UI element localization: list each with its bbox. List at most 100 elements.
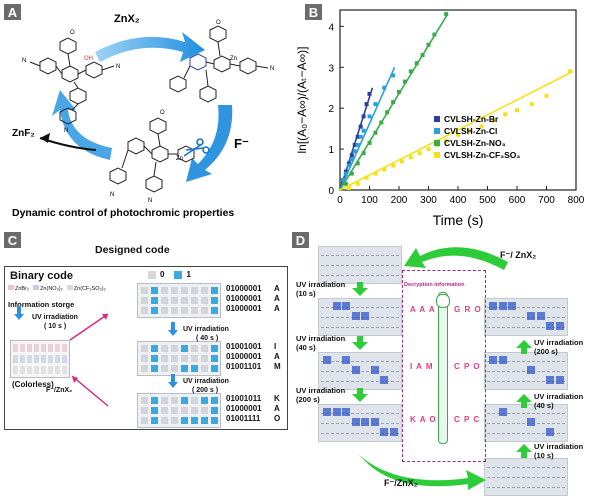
- left-plate-1: [318, 298, 402, 336]
- molecule-1: [29, 37, 115, 125]
- data-point: [367, 114, 372, 119]
- colored-spot: [498, 356, 507, 364]
- svg-text:OH: OH: [84, 56, 93, 62]
- storage-cell: [13, 355, 18, 363]
- data-point: [444, 138, 449, 143]
- bit-cell: [171, 307, 178, 314]
- storage-cell: [20, 355, 25, 363]
- storage-cell: [41, 366, 46, 374]
- data-point: [456, 132, 460, 137]
- storage-cell: [27, 344, 32, 352]
- data-point: [479, 124, 484, 129]
- data-point: [391, 100, 396, 105]
- colorless-grid: [10, 340, 70, 378]
- svg-text:Zn: Zn: [176, 156, 183, 162]
- reset-label: F⁻/ZnX₂: [46, 387, 73, 394]
- svg-text:Zn: Zn: [230, 56, 237, 62]
- storage-cell: [55, 366, 60, 374]
- panel-a-caption: Dynamic control of photochromic properti…: [12, 207, 234, 219]
- bit-cell: [211, 345, 218, 352]
- storage-cell: [48, 355, 53, 363]
- top-green-arrow: [404, 247, 508, 270]
- data-point: [367, 140, 372, 145]
- bit-cell: [151, 397, 158, 404]
- binary-code-row: 01000001: [226, 304, 262, 313]
- bit-cell: [191, 417, 198, 424]
- bit-cell: [181, 287, 188, 294]
- uv1-time: ( 10 s ): [44, 323, 67, 330]
- left-plate-0: [318, 246, 402, 284]
- legend-swatch-1: [434, 128, 440, 134]
- colored-spot: [332, 302, 341, 310]
- decoder-knob: [436, 294, 450, 308]
- right-plate-2: [484, 404, 568, 442]
- legend-swatch-2: [434, 140, 440, 146]
- uv-label-text: UV irradiation: [296, 386, 346, 395]
- storage-cell: [62, 355, 67, 363]
- reset-arrows: [69, 313, 109, 407]
- colored-spot: [498, 408, 507, 416]
- bit-cell: [201, 345, 208, 352]
- x-tick-label: 400: [450, 195, 467, 206]
- bit-cell: [151, 345, 158, 352]
- colored-spot: [351, 418, 360, 426]
- data-point: [346, 185, 351, 190]
- colored-spot: [508, 302, 516, 310]
- bit-cell: [201, 397, 208, 404]
- svg-text:N: N: [22, 58, 26, 64]
- y-tick-label: 4: [328, 22, 334, 33]
- left-plate-2: [318, 352, 402, 390]
- data-point: [408, 155, 413, 160]
- molecule-2: [169, 25, 269, 103]
- data-point: [361, 151, 366, 156]
- x-tick-label: 600: [509, 195, 526, 206]
- data-point: [491, 118, 496, 123]
- y-axis-label: ln[(A₀−A∞)/(Aₜ−A∞)]: [295, 47, 309, 154]
- cycle-arrow-top: [95, 32, 205, 62]
- decoded-letter: A: [274, 294, 280, 303]
- bit-cell: [181, 407, 188, 414]
- bit-cell: [161, 417, 168, 424]
- storage-cell: [20, 344, 25, 352]
- storage-cell: [27, 355, 32, 363]
- data-point: [503, 112, 508, 117]
- data-point: [373, 102, 378, 107]
- bit-cell: [171, 287, 178, 294]
- binary-code-row: 01000001: [226, 404, 262, 413]
- bit-cell: [191, 297, 198, 304]
- data-point: [343, 169, 348, 174]
- data-point: [340, 177, 345, 182]
- svg-text:O: O: [160, 110, 165, 116]
- bit-cell: [141, 365, 148, 372]
- bit-cell: [191, 365, 198, 372]
- bit-cell: [181, 307, 188, 314]
- storage-cell: [27, 366, 32, 374]
- svg-text:N: N: [64, 128, 68, 134]
- bit-cell: [151, 287, 158, 294]
- down-arrow-icon: [14, 306, 24, 320]
- colored-spot: [342, 356, 350, 364]
- data-point: [364, 175, 369, 180]
- left-uv-label-2: UV irradiation(200 s): [296, 386, 345, 404]
- molecule-3: [109, 117, 195, 193]
- uv3-time: ( 200 s ): [192, 387, 219, 394]
- legend-label-1: CVLSH-Zn-Cl: [444, 126, 497, 136]
- data-point: [544, 93, 549, 98]
- storage-cell: [34, 366, 39, 374]
- data-point: [361, 114, 366, 119]
- data-point: [361, 128, 366, 133]
- uv-time-text: (200 s): [534, 347, 558, 356]
- green-up-arrow-icon: [516, 444, 532, 458]
- colored-spot: [323, 356, 331, 364]
- data-point: [373, 130, 378, 135]
- binary-code-title: Binary code: [10, 270, 73, 282]
- down-arrow-icon: [168, 322, 178, 336]
- bit-cell: [141, 355, 148, 362]
- storage-cell: [48, 344, 53, 352]
- data-point: [399, 159, 404, 164]
- uv-label-text: UV irradiation: [296, 334, 346, 343]
- bit-cell: [171, 355, 178, 362]
- data-point: [467, 128, 472, 133]
- y-tick-label: 2: [328, 104, 334, 115]
- colored-spot: [380, 428, 388, 436]
